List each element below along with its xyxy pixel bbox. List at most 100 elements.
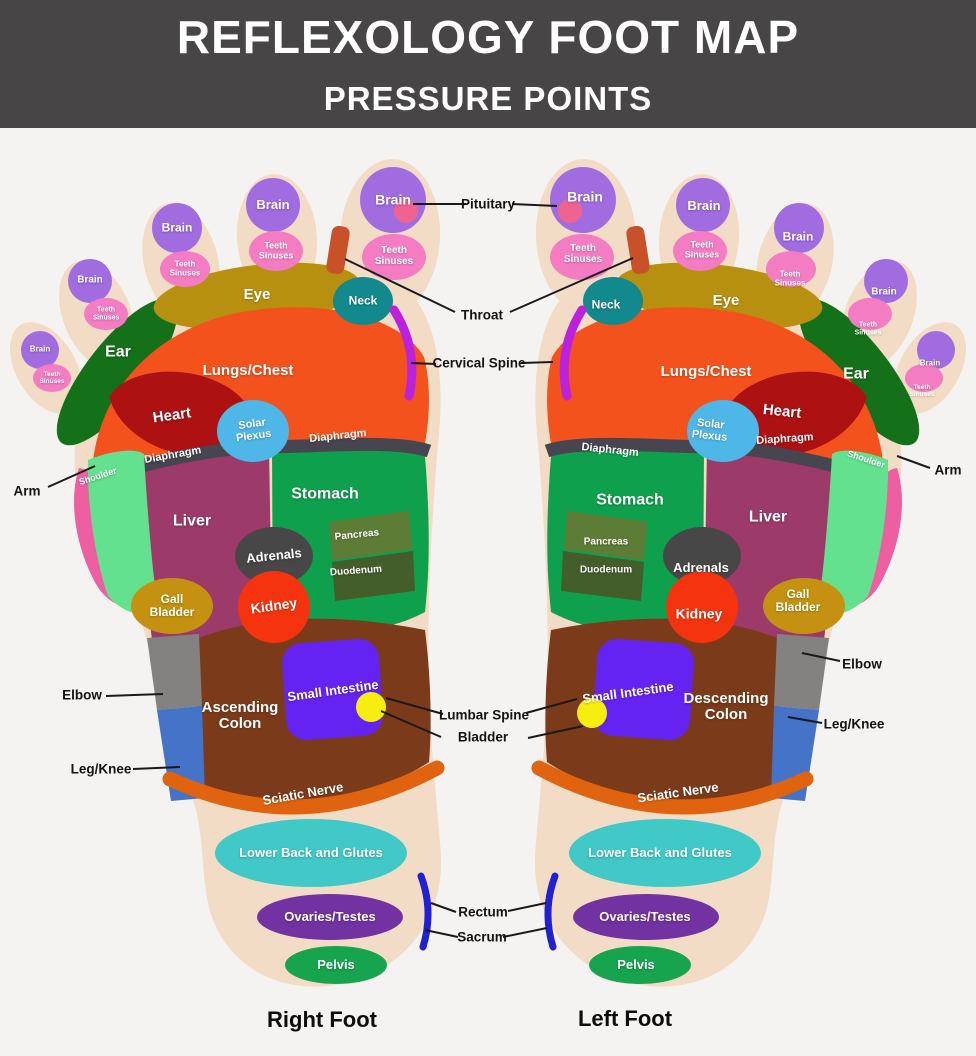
zone-label-teeth-sinuses: Teeth Sinuses xyxy=(169,259,201,277)
zone-label-stomach: Stomach xyxy=(291,485,359,503)
zone-label-pelvis: Pelvis xyxy=(617,956,655,972)
pointer-label-rectum: Rectum xyxy=(458,904,508,920)
rectum-connector-left-foot xyxy=(507,902,547,912)
bladder-connector-left-foot xyxy=(527,725,584,739)
zone-label-brain: Brain xyxy=(871,286,897,298)
page-subtitle: PRESSURE POINTS xyxy=(323,80,653,117)
page-title: REFLEXOLOGY FOOT MAP xyxy=(176,11,800,63)
pointer-label-elbow-left-foot: Elbow xyxy=(842,656,882,672)
cervical-spine-zone xyxy=(389,305,417,401)
pelvis-zone xyxy=(285,946,387,984)
teeth-sinuses-zone xyxy=(160,251,210,287)
pointer-label-throat: Throat xyxy=(461,307,503,323)
leg-knee-connector-left-foot xyxy=(787,716,823,724)
zone-label-lungs-chest: Lungs/Chest xyxy=(660,362,752,380)
zone-label-teeth-sinuses: Teeth Sinuses xyxy=(774,269,806,287)
pointer-label-leg-knee-right-foot: Leg/Knee xyxy=(70,761,132,777)
zone-label-kidney: Kidney xyxy=(675,605,723,622)
caption-left-foot: Left Foot xyxy=(577,1006,673,1031)
arm-connector-left-foot xyxy=(896,455,931,469)
zone-label-brain: Brain xyxy=(919,358,941,368)
pointer-label-sacrum: Sacrum xyxy=(457,929,507,945)
zone-label-neck: Neck xyxy=(348,293,378,308)
rectum-sacrum-arc xyxy=(417,872,432,951)
zone-label-lungs-chest: Lungs/Chest xyxy=(202,361,294,379)
zone-label-ascending-colon: Ascending Colon xyxy=(201,698,279,732)
zone-label-teeth-sinuses: Teeth Sinuses xyxy=(92,306,120,321)
cervical-connector-left-foot xyxy=(520,361,554,364)
zone-label-liver: Liver xyxy=(748,508,788,526)
sacrum-connector-right-foot xyxy=(424,929,459,938)
pituitary-connector-left-foot xyxy=(511,203,558,207)
pointer-label-bladder: Bladder xyxy=(457,729,509,745)
pointer-label-arm-right-foot: Arm xyxy=(13,483,41,499)
lumbar-connector-left-foot xyxy=(525,698,578,714)
teeth-sinuses-zone xyxy=(249,231,303,271)
bladder-dot-left-foot xyxy=(577,698,607,728)
right-foot-shapes xyxy=(9,159,445,987)
teeth-sinuses-zone xyxy=(362,234,426,280)
teeth-sinuses-zone xyxy=(33,364,71,392)
brain-zone xyxy=(246,178,300,232)
elbow-connector-right-foot xyxy=(105,693,164,697)
pointer-label-pituitary: Pituitary xyxy=(460,196,516,212)
elbow-connector-left-foot xyxy=(801,652,841,662)
zone-label-ear: Ear xyxy=(843,365,869,383)
sacrum-connector-left-foot xyxy=(502,927,548,938)
zone-label-gall-bladder: Gall Bladder xyxy=(149,592,195,619)
zone-label-brain: Brain xyxy=(256,196,290,212)
zone-label-lower-back-glutes: Lower Back and Glutes xyxy=(239,844,383,860)
zone-label-pancreas: Pancreas xyxy=(583,536,629,548)
caption-right-foot: Right Foot xyxy=(267,1007,377,1032)
adrenals-zone xyxy=(235,527,313,585)
lumbar-connector-right-foot xyxy=(385,697,444,715)
throat-connector-left-foot xyxy=(509,257,634,313)
bladder-connector-right-foot xyxy=(380,710,442,738)
pointer-label-cervical-spine: Cervical Spine xyxy=(432,355,526,371)
brain-zone xyxy=(21,331,59,369)
zone-label-eye: Eye xyxy=(243,285,271,303)
zone-label-brain: Brain xyxy=(375,191,411,208)
ear-zone xyxy=(56,298,178,446)
zone-label-ear: Ear xyxy=(105,343,131,361)
arm-connector-right-foot xyxy=(47,465,96,488)
zone-label-liver: Liver xyxy=(172,512,212,530)
throat-zone xyxy=(326,225,350,275)
zone-label-teeth-sinuses: Teeth Sinuses xyxy=(684,239,720,259)
zone-label-lower-back-glutes: Lower Back and Glutes xyxy=(588,844,732,860)
zone-label-descending-colon: Descending Colon xyxy=(683,689,769,723)
solar-plexus-zone xyxy=(217,400,289,462)
zone-label-ovaries-testes: Ovaries/Testes xyxy=(284,908,376,924)
zone-label-brain: Brain xyxy=(567,188,603,205)
rectum-connector-right-foot xyxy=(430,902,457,913)
zone-label-teeth-sinuses: Teeth Sinuses xyxy=(909,383,935,398)
shoulder-zone xyxy=(87,450,158,615)
pointer-label-elbow-right-foot: Elbow xyxy=(62,687,102,703)
small-intestine-zone xyxy=(282,639,383,740)
pointer-label-leg-knee-left-foot: Leg/Knee xyxy=(823,716,885,732)
zone-label-brain: Brain xyxy=(687,197,721,213)
pancreas-zone xyxy=(329,511,412,560)
zone-label-ovaries-testes: Ovaries/Testes xyxy=(599,908,691,924)
zone-label-adrenals: Adrenals xyxy=(673,559,729,575)
zone-label-neck: Neck xyxy=(591,297,621,312)
duodenum-zone xyxy=(332,551,415,601)
header-banner: REFLEXOLOGY FOOT MAP PRESSURE POINTS xyxy=(0,0,976,128)
teeth-sinuses-zone xyxy=(84,298,128,330)
brain-zone xyxy=(152,203,202,253)
zone-label-brain: Brain xyxy=(29,344,51,354)
zone-label-teeth-sinuses: Teeth Sinuses xyxy=(258,240,294,260)
zone-label-teeth-sinuses: Teeth Sinuses xyxy=(39,370,65,385)
connector-lines xyxy=(47,203,931,938)
sciatic-nerve-zone xyxy=(162,760,445,815)
cervical-connector-right-foot xyxy=(410,362,437,365)
zone-label-duodenum: Duodenum xyxy=(579,564,633,576)
leg-knee-connector-right-foot xyxy=(132,766,181,770)
zone-label-teeth-sinuses: Teeth Sinuses xyxy=(563,243,603,265)
zone-label-brain: Brain xyxy=(782,229,814,244)
kidney-zone xyxy=(238,571,310,643)
lower-back-glutes-zone xyxy=(215,819,407,887)
bladder-dot-right-foot xyxy=(356,692,386,722)
